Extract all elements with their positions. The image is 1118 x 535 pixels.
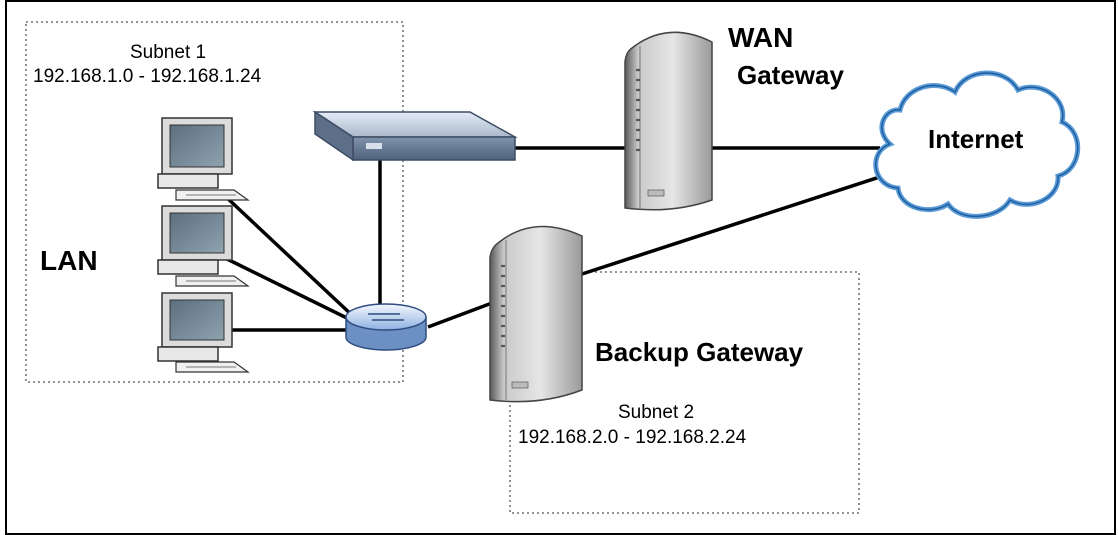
wan-gateway-label-line1: WAN bbox=[728, 22, 794, 53]
wan-gateway-label-line2: Gateway bbox=[737, 60, 844, 90]
outer-frame bbox=[5, 0, 1116, 535]
subnet2-range: 192.168.2.0 - 192.168.2.24 bbox=[518, 427, 747, 448]
link-pc1-hub bbox=[223, 194, 357, 320]
subnet1-range: 192.168.1.0 - 192.168.1.24 bbox=[33, 66, 262, 87]
backup-gateway-device bbox=[489, 225, 583, 403]
lan-computer-1 bbox=[157, 117, 250, 201]
link-backup-internet bbox=[581, 170, 896, 276]
connection-lines bbox=[223, 146, 896, 332]
subnet1-name: Subnet 1 bbox=[130, 42, 207, 63]
lan-computer-2 bbox=[157, 205, 250, 287]
link-pc2-hub bbox=[224, 256, 356, 324]
backup-gateway-label: Backup Gateway bbox=[595, 337, 804, 367]
lan-label: LAN bbox=[40, 245, 98, 276]
lan-computer-3 bbox=[157, 292, 250, 373]
link-hub-backup bbox=[427, 301, 493, 329]
wan-gateway-device bbox=[624, 31, 713, 211]
subnet1-boundary bbox=[25, 21, 404, 383]
internet-label: Internet bbox=[928, 124, 1024, 154]
internet-cloud bbox=[873, 70, 1081, 219]
switch-device bbox=[312, 110, 518, 162]
hub-device bbox=[345, 303, 427, 351]
subnet2-name: Subnet 2 bbox=[618, 402, 695, 423]
